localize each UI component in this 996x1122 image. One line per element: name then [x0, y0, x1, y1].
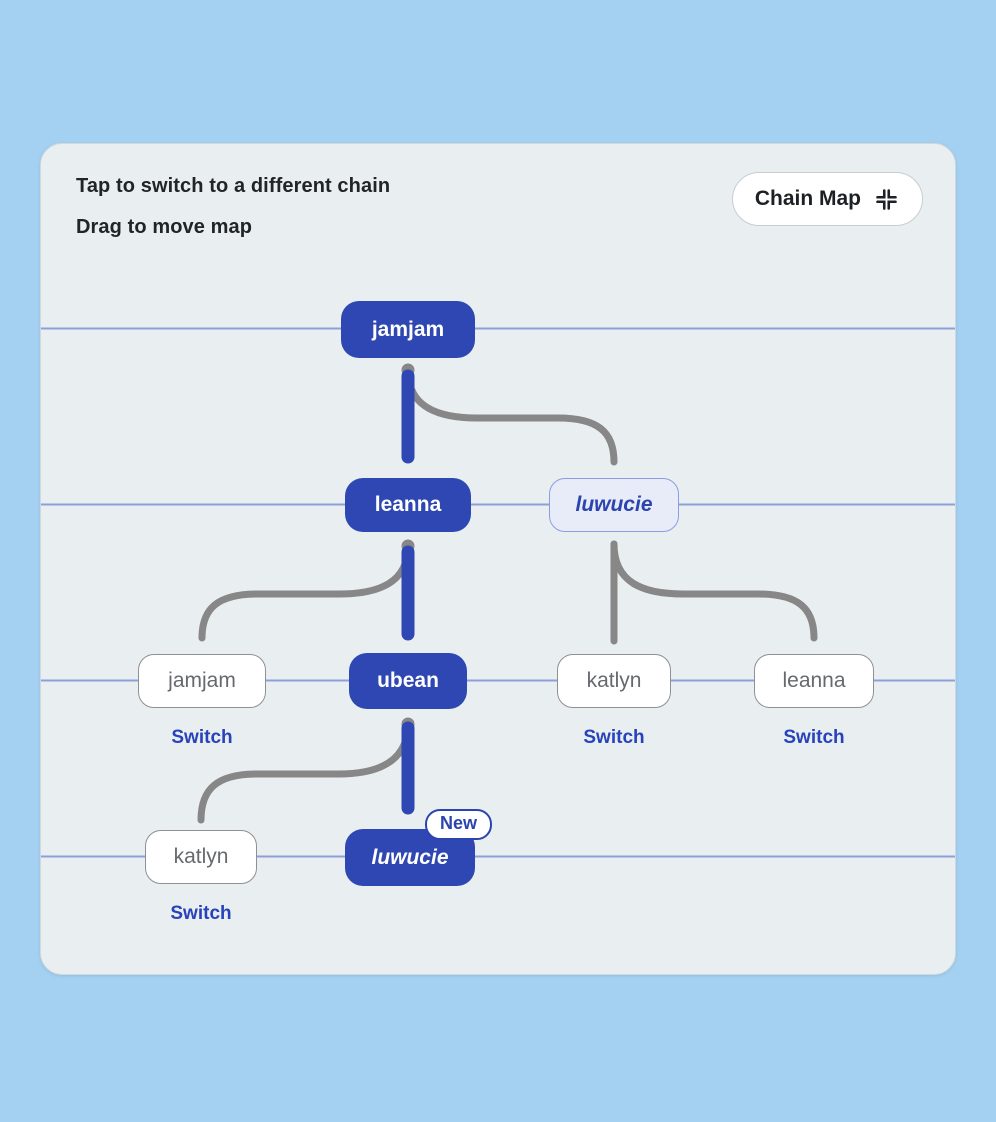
chain-node-label: luwucie: [371, 845, 449, 869]
collapse-corners-icon: [876, 188, 897, 210]
chain-map-canvas[interactable]: Tap to switch to a different chain Drag …: [40, 143, 956, 975]
connector-gen3-to-katlyn-alt: [197, 720, 412, 824]
chain-map-button[interactable]: Chain Map: [731, 172, 923, 226]
hint-tap-to-switch: Tap to switch to a different chain: [76, 175, 391, 197]
chain-node-gen4-current: luwucie: [345, 829, 475, 886]
chain-node-gen3-current: ubean: [349, 653, 467, 709]
chain-node-label: ubean: [377, 669, 439, 692]
chain-node-gen3-alternate-left[interactable]: jamjam: [138, 654, 266, 708]
chain-node-label: katlyn: [173, 845, 229, 868]
connector-gen1-to-luwucie-alt: [404, 366, 618, 466]
connector-gen2-to-jamjam-alt: [198, 542, 412, 642]
chain-node-gen3-alternate-right[interactable]: leanna: [754, 654, 874, 708]
chain-node-label: leanna: [374, 493, 442, 516]
chain-node-gen2-alternate[interactable]: luwucie: [549, 478, 679, 532]
chain-node-gen1-current: jamjam: [341, 301, 475, 358]
chain-map-button-label: Chain Map: [754, 187, 861, 210]
switch-button-gen3-mid[interactable]: Switch: [583, 727, 645, 748]
chain-node-label: jamjam: [371, 317, 445, 341]
chain-node-gen2-current: leanna: [345, 478, 471, 532]
hint-drag-to-move: Drag to move map: [76, 216, 253, 238]
chain-node-gen3-alternate-mid[interactable]: katlyn: [557, 654, 671, 708]
switch-button-gen4[interactable]: Switch: [170, 903, 232, 924]
chain-node-label: jamjam: [168, 669, 236, 692]
chain-node-label: leanna: [782, 669, 846, 692]
chain-node-label: katlyn: [586, 669, 642, 692]
switch-button-gen3-left[interactable]: Switch: [171, 727, 233, 748]
chain-node-label: luwucie: [575, 493, 653, 516]
chain-node-gen4-alternate[interactable]: katlyn: [145, 830, 257, 884]
new-badge: New: [425, 809, 493, 840]
switch-button-gen3-right[interactable]: Switch: [783, 727, 845, 748]
connector-luwucie-to-leanna-alt: [610, 540, 818, 642]
